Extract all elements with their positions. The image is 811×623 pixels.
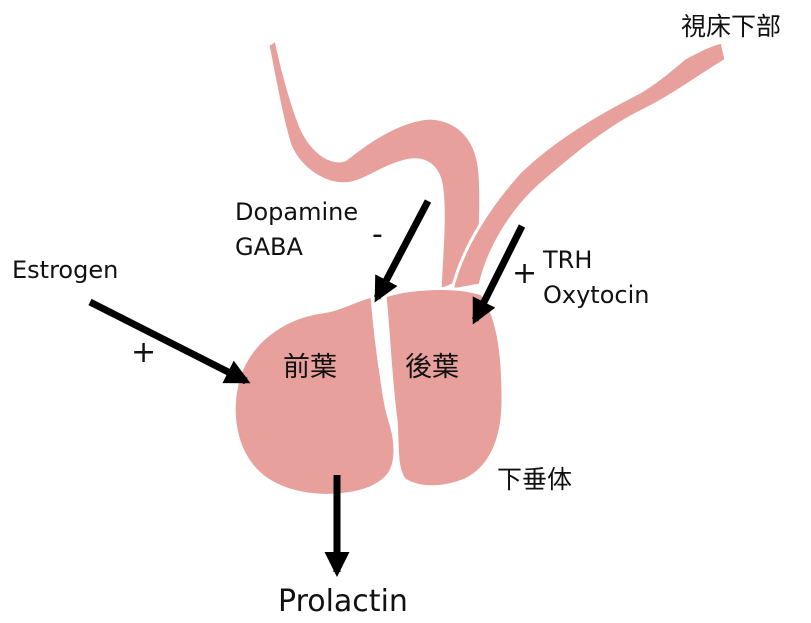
dopamine-label: Dopamine bbox=[235, 198, 358, 226]
estrogen-stimulatory-sign: + bbox=[131, 335, 156, 370]
anterior-lobe-label: 前葉 bbox=[283, 352, 337, 383]
gaba-label: GABA bbox=[235, 233, 303, 261]
posterior-lobe-shape bbox=[385, 288, 503, 486]
prolactin-label: Prolactin bbox=[278, 584, 408, 618]
pituitary-label: 下垂体 bbox=[497, 465, 572, 494]
posterior-lobe-label: 後葉 bbox=[405, 352, 459, 383]
trh-label: TRH bbox=[542, 246, 592, 274]
oxytocin-label: Oxytocin bbox=[543, 281, 649, 309]
arrow-estrogen bbox=[90, 302, 246, 381]
estrogen-label: Estrogen bbox=[12, 256, 118, 284]
arrow-dopamine-gaba bbox=[377, 201, 428, 298]
anterior-lobe-shape bbox=[234, 296, 395, 495]
trh-stimulatory-sign: + bbox=[512, 256, 537, 291]
hypothalamus-label: 視床下部 bbox=[681, 12, 781, 41]
inhibitory-sign: - bbox=[372, 217, 383, 252]
